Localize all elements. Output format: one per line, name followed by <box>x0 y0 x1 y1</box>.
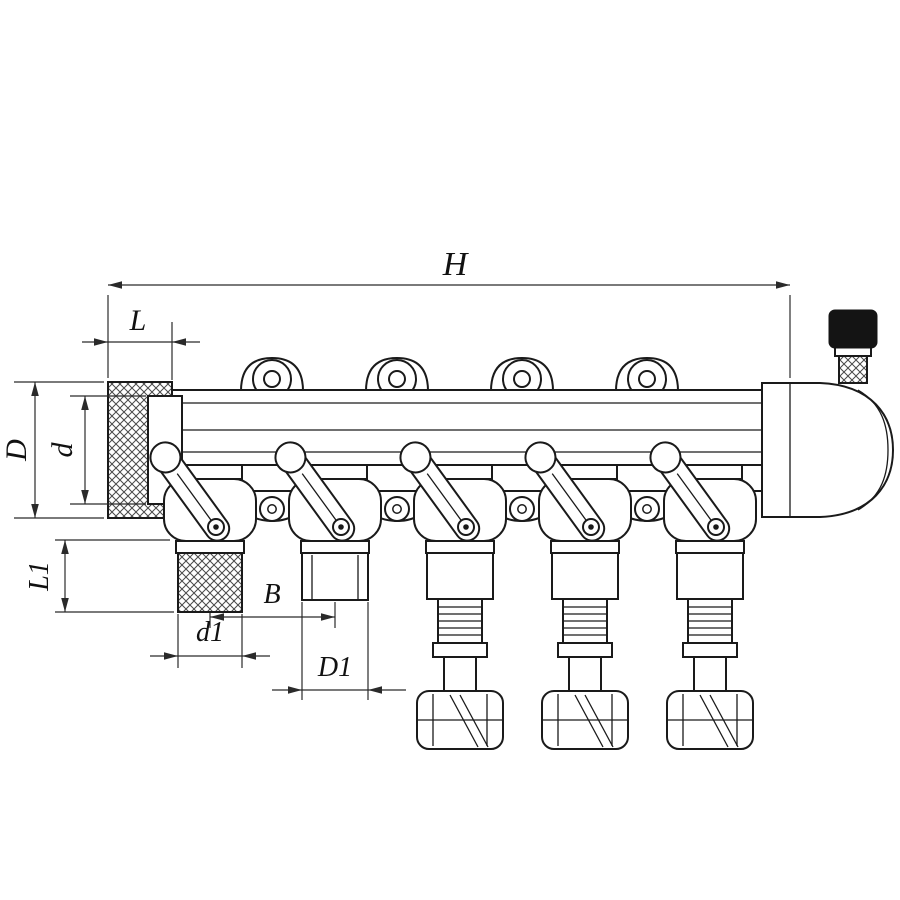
dimension-inner-diameter: d <box>46 395 146 505</box>
arrowhead <box>108 281 122 289</box>
dimension-label-d-outer: D <box>0 439 33 462</box>
arrowhead <box>776 281 790 289</box>
dimension-overall-length: H <box>107 246 791 378</box>
arrowhead <box>61 540 69 554</box>
arrowhead <box>61 598 69 612</box>
arrowhead <box>172 338 186 346</box>
arrowhead <box>164 652 178 660</box>
arrowhead <box>31 382 39 396</box>
right-end-cap <box>761 382 895 518</box>
air-vent-valve <box>828 309 878 384</box>
dimension-label-b: B <box>263 579 280 610</box>
dimension-outer-diameter: D <box>0 381 104 519</box>
dimension-outlet1-diameter: d1 <box>150 614 270 668</box>
dimension-label-l: L <box>129 304 147 337</box>
outlet-1 <box>177 552 243 613</box>
outlet-5 <box>666 552 754 750</box>
dimension-label-d1-cap: D1 <box>317 652 352 683</box>
dimension-label-d-inner: d <box>46 442 79 458</box>
dimension-outlet-length: L1 <box>24 539 174 613</box>
dimensions: H L D d <box>0 246 791 700</box>
arrowhead <box>288 686 302 694</box>
vent-stem <box>838 355 868 384</box>
arrowhead <box>81 396 89 410</box>
arrowhead <box>81 490 89 504</box>
arrowhead <box>94 338 108 346</box>
dimension-outlet-spacing: B <box>209 579 336 628</box>
arrowhead <box>321 613 335 621</box>
dimension-outlet2-diameter: D1 <box>272 602 406 700</box>
arrowhead <box>31 504 39 518</box>
drawing <box>107 309 895 750</box>
dimension-cap-length: L <box>82 304 200 380</box>
dimension-label-h: H <box>442 246 470 283</box>
vent-cap <box>828 309 878 349</box>
outlet-4 <box>541 552 629 750</box>
outlet-3 <box>416 552 504 750</box>
arrowhead <box>242 652 256 660</box>
dimension-label-l1: L1 <box>24 561 55 592</box>
dimension-label-d1: d1 <box>196 617 224 648</box>
right-end-cap-curve <box>857 389 889 511</box>
outlet-2 <box>301 552 369 601</box>
arrowhead <box>368 686 382 694</box>
